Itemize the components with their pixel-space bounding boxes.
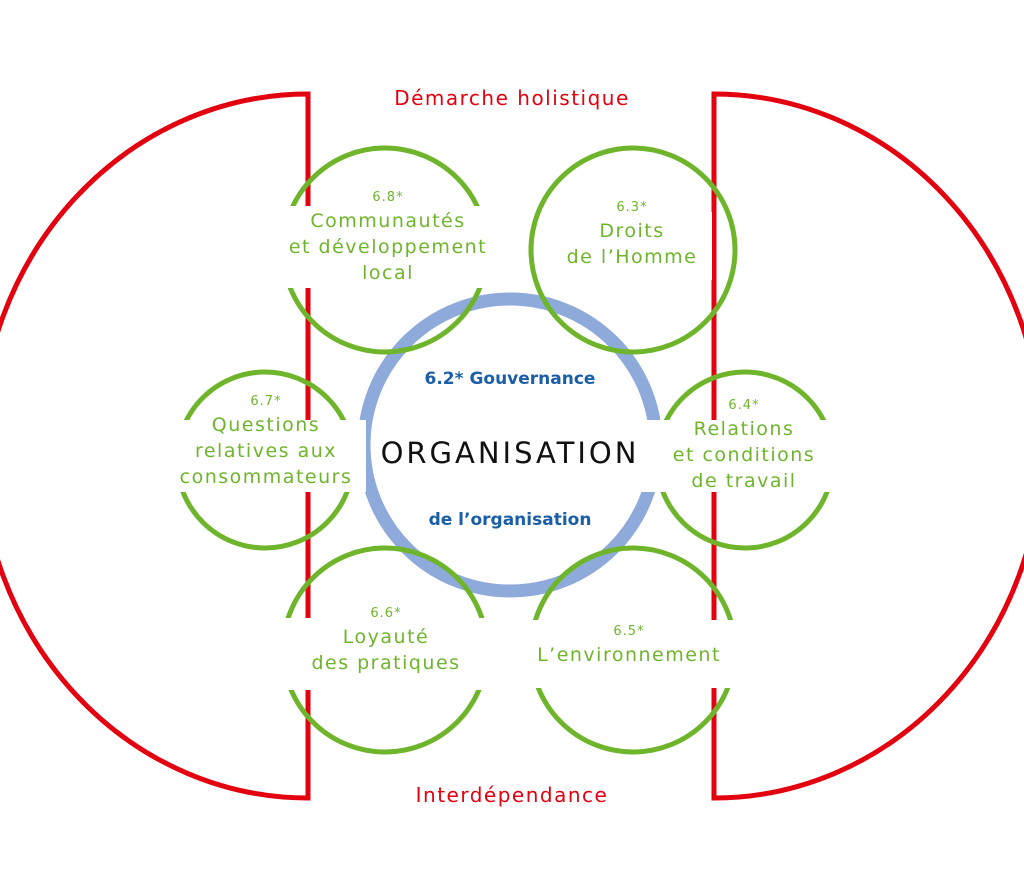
topic-line: Droits bbox=[599, 220, 665, 242]
topic-line: et conditions bbox=[672, 444, 816, 466]
label-interdependance: Interdépendance bbox=[415, 783, 609, 807]
topic-line: Loyauté bbox=[342, 626, 430, 648]
topic-line: Relations bbox=[693, 418, 795, 440]
topic-line: des pratiques bbox=[311, 652, 461, 674]
governance-title: 6.2* Gouvernance bbox=[424, 369, 596, 389]
topic-code: 6.8* bbox=[372, 190, 404, 205]
topic-code: 6.6* bbox=[370, 606, 402, 621]
topic-line: consommateurs bbox=[179, 466, 353, 488]
frame-left-arc bbox=[0, 91, 311, 801]
topic-box-consommateurs bbox=[166, 420, 366, 492]
topic-code: 6.5* bbox=[613, 624, 645, 639]
topic-line: relatives aux bbox=[194, 440, 338, 462]
topic-line: L’environnement bbox=[537, 644, 721, 666]
topic-line: de travail bbox=[691, 470, 797, 492]
topic-communautes: 6.8* Communautés et développement local bbox=[278, 188, 498, 286]
topic-line: Questions bbox=[211, 414, 321, 436]
topic-line: Communautés bbox=[310, 210, 466, 232]
topic-code: 6.4* bbox=[728, 398, 760, 413]
topic-line: de l’Homme bbox=[566, 246, 698, 268]
topic-line: et développement bbox=[288, 236, 488, 258]
label-demarche-holistique: Démarche holistique bbox=[394, 86, 630, 110]
topic-code: 6.7* bbox=[250, 394, 282, 409]
topic-travail: 6.4* Relations et conditions de travail bbox=[636, 396, 852, 494]
topic-circle-droits bbox=[528, 145, 738, 355]
topic-environnement: 6.5* L’environnement bbox=[520, 622, 738, 668]
topic-code: 6.3* bbox=[616, 200, 648, 215]
top-label-box bbox=[322, 72, 702, 130]
topic-box-travail bbox=[636, 420, 852, 492]
topic-droits: 6.3* Droits de l’Homme bbox=[552, 198, 712, 270]
organisation-title: ORGANISATION bbox=[380, 436, 640, 470]
topic-box-environnement bbox=[520, 620, 738, 688]
frame-right-arc bbox=[711, 91, 1024, 801]
topic-consommateurs: 6.7* Questions relatives aux consommateu… bbox=[166, 392, 366, 490]
topic-loyaute: 6.6* Loyauté des pratiques bbox=[276, 604, 496, 676]
topic-box-loyaute bbox=[276, 618, 496, 690]
topic-box-droits bbox=[552, 212, 712, 280]
topic-box-communautes bbox=[278, 206, 498, 288]
governance-subtitle: de l’organisation bbox=[428, 510, 592, 530]
topic-line: local bbox=[362, 262, 414, 284]
